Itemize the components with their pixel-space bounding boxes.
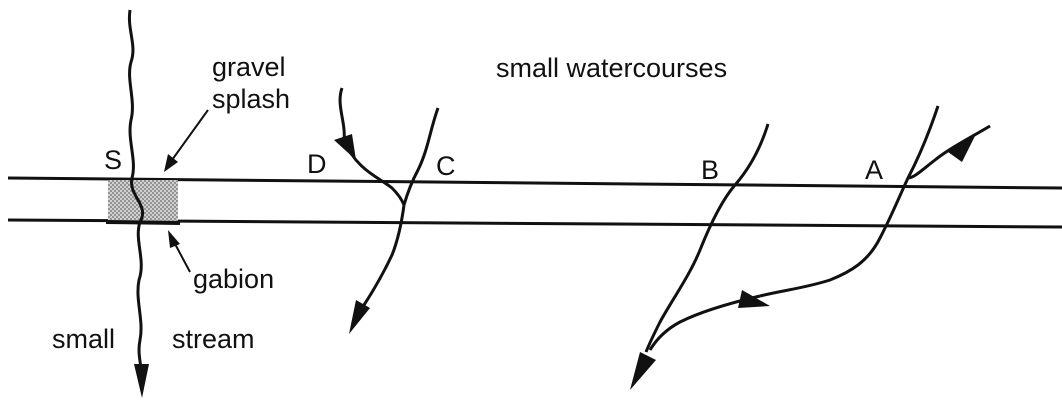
gravel-label: gravel <box>212 52 286 82</box>
point-c-label: C <box>436 151 456 181</box>
watercourse-c-line <box>402 107 440 206</box>
road-upper-edge <box>7 176 1062 190</box>
gabion-leader-line <box>173 241 191 273</box>
small-label: small <box>52 324 116 354</box>
gabion-edge <box>105 220 181 225</box>
small-stream-arrowhead <box>134 364 149 398</box>
gravel-splash-leader-line <box>171 109 209 161</box>
watercourse-d-line <box>338 87 406 206</box>
watercourse-a-inflow-line <box>907 124 991 180</box>
watercourse-a-outflow-line <box>648 294 761 351</box>
watercourse-dc-outflow-arrowhead <box>349 300 370 334</box>
small-stream-line <box>127 9 144 376</box>
watercourse-dc-outflow-line <box>362 204 406 306</box>
gabion-label: gabion <box>193 264 275 294</box>
watercourse-a-outflow-arrowhead <box>738 290 770 308</box>
small-watercourses-label: small watercourses <box>496 53 728 83</box>
point-s-label: S <box>104 145 123 175</box>
watercourse-d-arrowhead <box>334 134 356 160</box>
splash-label: splash <box>212 84 291 114</box>
watercourse-b-line <box>644 123 770 353</box>
gabion-leader-arrowhead <box>168 230 180 248</box>
stream-label: stream <box>172 324 255 354</box>
point-a-label: A <box>865 155 884 185</box>
watercourse-a-line <box>759 105 940 298</box>
point-b-label: B <box>701 155 720 185</box>
merged-outlet-arrowhead <box>630 352 656 390</box>
point-d-label: D <box>307 149 327 179</box>
gravel-splash-leader-arrowhead <box>164 154 178 172</box>
watercourse-a-inflow-arrowhead <box>948 134 976 162</box>
